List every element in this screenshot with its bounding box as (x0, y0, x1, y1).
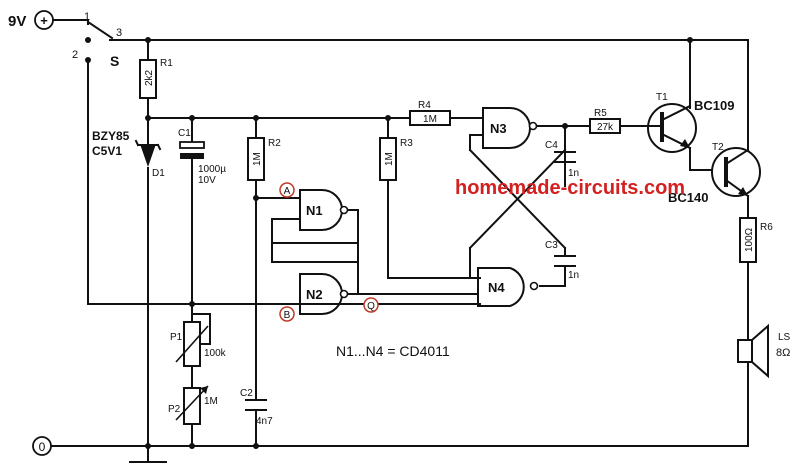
resistor-r3: 1M R3 (379, 137, 413, 181)
zener-part: BZY85 (92, 129, 130, 143)
c4-value: 1n (568, 168, 579, 179)
pot-p1: P1 100k (170, 313, 227, 367)
switch-pin2-label: 2 (72, 49, 78, 61)
c1-value: 1000µ (198, 164, 226, 175)
wiring (49, 19, 749, 463)
t2-ref: T2 (712, 142, 724, 153)
node-b-label: B (284, 310, 291, 321)
r6-ref: R6 (760, 222, 773, 233)
ground-terminal: 0 (32, 436, 52, 456)
c4-ref: C4 (545, 140, 558, 151)
t1-ref: T1 (656, 92, 668, 103)
gate-n3: N3 (482, 107, 538, 149)
resistor-r2: 1M R2 (247, 137, 281, 181)
zener-ref: D1 (152, 168, 165, 179)
resistor-r1: 2k2 R1 (139, 58, 173, 99)
r5-ref: R5 (594, 108, 607, 119)
r1-value: 2k2 (144, 69, 155, 86)
c2-ref: C2 (240, 388, 253, 399)
node-q-label: Q (367, 301, 375, 312)
n4-label: N4 (488, 280, 505, 295)
node-b: B (279, 306, 295, 322)
gate-n2: N2 (299, 273, 349, 315)
gate-n1: N1 (299, 189, 349, 231)
r4-value: 1M (423, 114, 437, 125)
watermark: homemade-circuits.com (455, 177, 685, 199)
transistor-t2: T2 BC140 (668, 142, 761, 205)
pot-p2: P2 1M (168, 385, 218, 425)
speaker-ref: LS (778, 332, 791, 343)
capacitor-c4: C4 1n (545, 140, 579, 179)
supply-label: 9V (8, 13, 26, 30)
r2-ref: R2 (268, 138, 281, 149)
n1-label: N1 (306, 203, 323, 218)
n3-label: N3 (490, 121, 507, 136)
speaker-ls: LS 8Ω (737, 323, 791, 379)
r3-value: 1M (384, 152, 395, 166)
p2-ref: P2 (168, 404, 181, 415)
switch-pin3-label: 3 (116, 27, 122, 39)
resistor-r6: 100Ω R6 (739, 217, 773, 263)
ic-note: N1...N4 = CD4011 (336, 343, 450, 359)
transistor-t1: T1 BC109 (647, 92, 734, 153)
c1-ref: C1 (178, 128, 191, 139)
c1-voltage: 10V (198, 175, 216, 186)
c3-ref: C3 (545, 240, 558, 251)
p1-ref: P1 (170, 332, 183, 343)
gate-n4: N4 (477, 267, 539, 307)
p1-value: 100k (204, 348, 227, 359)
r5-value: 27k (597, 122, 614, 133)
switch-pin1-label: 1 (84, 11, 90, 23)
node-q: Q (363, 297, 379, 313)
r6-value: 100Ω (744, 227, 755, 252)
resistor-r5: 27k R5 (589, 108, 621, 134)
junction-dots (145, 37, 693, 449)
node-a-label: A (284, 186, 291, 197)
zener-d1: BZY85 C5V1 D1 (92, 129, 165, 179)
switch-s: 1 2 3 S (72, 11, 122, 69)
supply-plus-symbol: + (40, 13, 48, 28)
c2-value: 4n7 (256, 416, 273, 427)
c3-value: 1n (568, 270, 579, 281)
t1-part: BC109 (694, 98, 734, 113)
p2-value: 1M (204, 396, 218, 407)
n2-label: N2 (306, 287, 323, 302)
r1-ref: R1 (160, 58, 173, 69)
node-a: A (279, 182, 295, 198)
capacitor-c3: C3 1n (545, 240, 579, 281)
r3-ref: R3 (400, 138, 413, 149)
t2-part: BC140 (668, 190, 708, 205)
r2-value: 1M (252, 152, 263, 166)
r4-ref: R4 (418, 100, 431, 111)
switch-label: S (110, 53, 119, 69)
capacitor-c1: C1 1000µ 10V (178, 128, 226, 186)
resistor-r4: 1M R4 (409, 100, 451, 126)
capacitor-c2: C2 4n7 (240, 388, 273, 427)
zener-value: C5V1 (92, 144, 122, 158)
supply-terminal: 9V + (8, 10, 54, 30)
ground-symbol: 0 (39, 440, 46, 454)
speaker-value: 8Ω (776, 347, 790, 359)
